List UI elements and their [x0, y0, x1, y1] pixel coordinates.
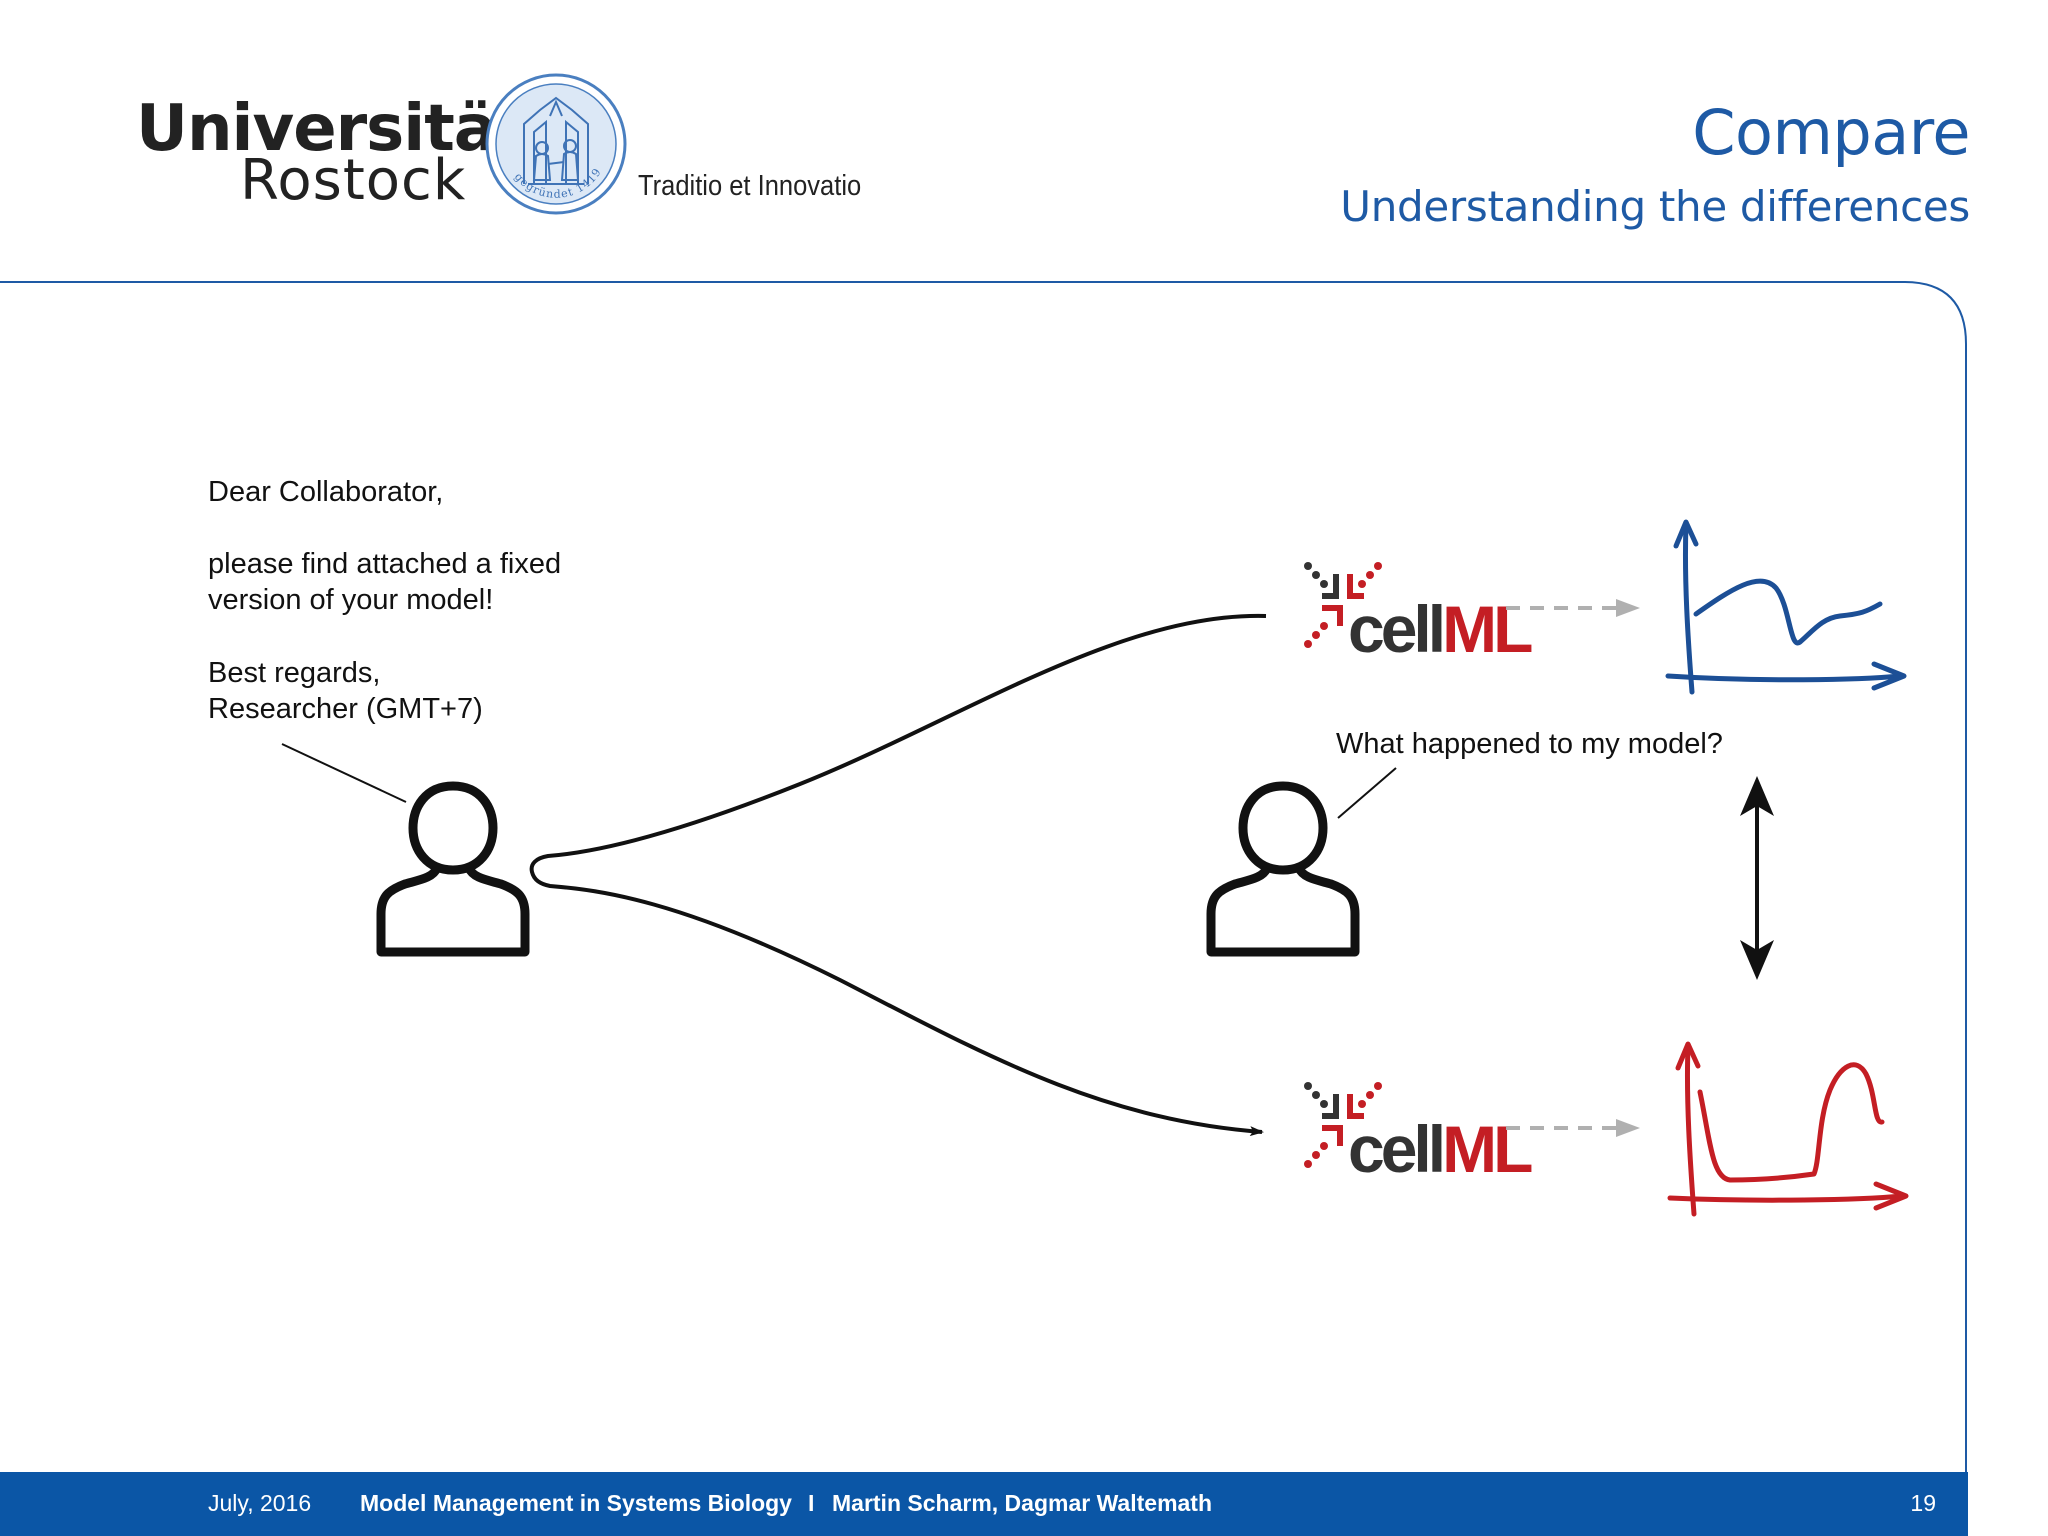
sender-person-icon [381, 786, 525, 952]
footer-bar: July, 2016 Model Management in Systems B… [0, 1472, 1968, 1536]
university-name-line2: Rostock [240, 148, 467, 213]
compare-double-arrow-icon [1740, 776, 1774, 980]
receiver-speech-pointer [1337, 767, 1397, 819]
footer-date: July, 2016 [208, 1490, 312, 1516]
letter-greeting: Dear Collaborator, [208, 476, 444, 508]
cellml-prefix: cell [1348, 592, 1442, 666]
receiver-question: What happened to my model? [1336, 728, 1723, 760]
slide-title: Compare [1692, 96, 1970, 169]
simulate-arrow-bottom [1506, 1119, 1640, 1137]
footer-talk-title: Model Management in Systems Biology [360, 1490, 792, 1516]
letter-signature: Researcher (GMT+7) [208, 693, 483, 725]
footer-separator: I [808, 1490, 815, 1516]
letter-closing: Best regards, [208, 657, 381, 689]
simulate-arrow-top [1506, 599, 1640, 617]
cellml-logo-top: cellML [1304, 562, 1536, 666]
cellml-suffix: ML [1442, 1112, 1532, 1186]
letter-body-line2: version of your model! [208, 584, 494, 616]
cellml-suffix: ML [1442, 592, 1532, 666]
plot-sketch-red [1667, 1041, 1909, 1217]
letter-body-line1: please find attached a fixed [208, 548, 562, 580]
footer-authors: Martin Scharm, Dagmar Waltemath [832, 1490, 1213, 1516]
university-seal-icon: gegründet 1419 [485, 73, 627, 215]
university-name-line1: Universität [136, 92, 527, 166]
cellml-logo-bottom: cellML [1304, 1082, 1536, 1186]
footer-page-number: 19 [1910, 1490, 1936, 1516]
receiver-person-icon [1211, 786, 1355, 952]
svg-text:cellML: cellML [1348, 1112, 1532, 1186]
plot-sketch-blue [1665, 519, 1907, 695]
sender-speech-pointer [281, 743, 407, 803]
university-tagline: Traditio et Innovatio [638, 170, 862, 202]
flow-curve [529, 613, 1267, 1137]
svg-text:cellML: cellML [1348, 592, 1532, 666]
slide-subtitle: Understanding the differences [1340, 182, 1970, 231]
cellml-prefix: cell [1348, 1112, 1442, 1186]
